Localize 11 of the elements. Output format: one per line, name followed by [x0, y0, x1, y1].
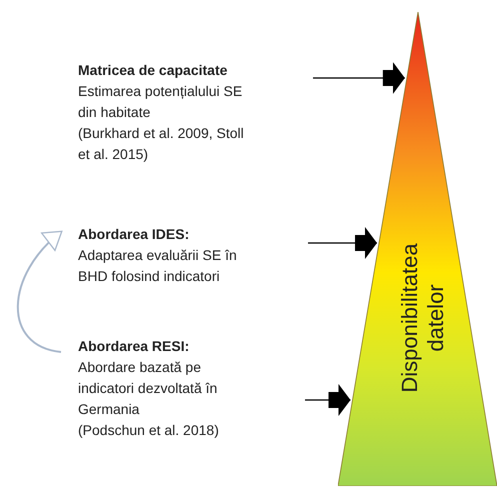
- description-text: Abordare bazată pe indicatori dezvoltată în Germania: [78, 358, 218, 419]
- approach-heading: Matricea de capacitate: [78, 61, 228, 80]
- axis-label: Disponibilitatea datelor: [397, 242, 449, 395]
- citation-text: (Podschun et al. 2018): [78, 421, 220, 440]
- approach-heading: Abordarea IDES:: [78, 225, 190, 244]
- data-availability-triangle: [338, 12, 497, 486]
- citation-text: (Burkhard et al. 2009, Stoll et al. 2015): [78, 124, 245, 164]
- description-text: Estimarea potențialului SE din habitate: [78, 82, 244, 122]
- approach-heading: Abordarea RESI:: [78, 337, 190, 356]
- description-text: Adaptarea evaluării SE în BHD folosind indicatori: [78, 246, 238, 286]
- curved-arrow: [16, 230, 62, 353]
